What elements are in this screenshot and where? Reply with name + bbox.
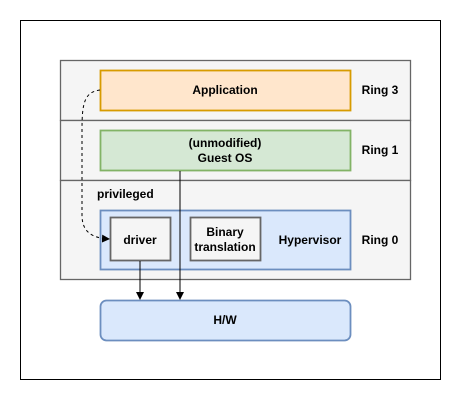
guest-os-label-line1: (unmodified) bbox=[189, 136, 262, 150]
trap-dashed-arrow bbox=[81, 89, 110, 243]
binary-translation-label-line1: Binary bbox=[206, 225, 244, 239]
application-box bbox=[99, 69, 352, 112]
hw-label: H/W bbox=[213, 313, 237, 327]
ring-1-label: Ring 1 bbox=[362, 143, 399, 157]
binary-translation-box bbox=[189, 216, 262, 262]
ring-3-label: Ring 3 bbox=[362, 83, 399, 97]
guest-os-box bbox=[99, 129, 352, 172]
application-label: Application bbox=[192, 83, 257, 97]
privileged-label: privileged bbox=[97, 187, 154, 201]
binary-translation-label-line2: translation bbox=[194, 240, 255, 254]
guest-os-label-line2: Guest OS bbox=[198, 151, 253, 165]
hypervisor-label: Hypervisor bbox=[279, 233, 342, 247]
driver-label: driver bbox=[123, 233, 157, 247]
driver-box bbox=[109, 216, 172, 262]
hw-box bbox=[99, 299, 352, 342]
ring-0-label: Ring 0 bbox=[362, 233, 399, 247]
